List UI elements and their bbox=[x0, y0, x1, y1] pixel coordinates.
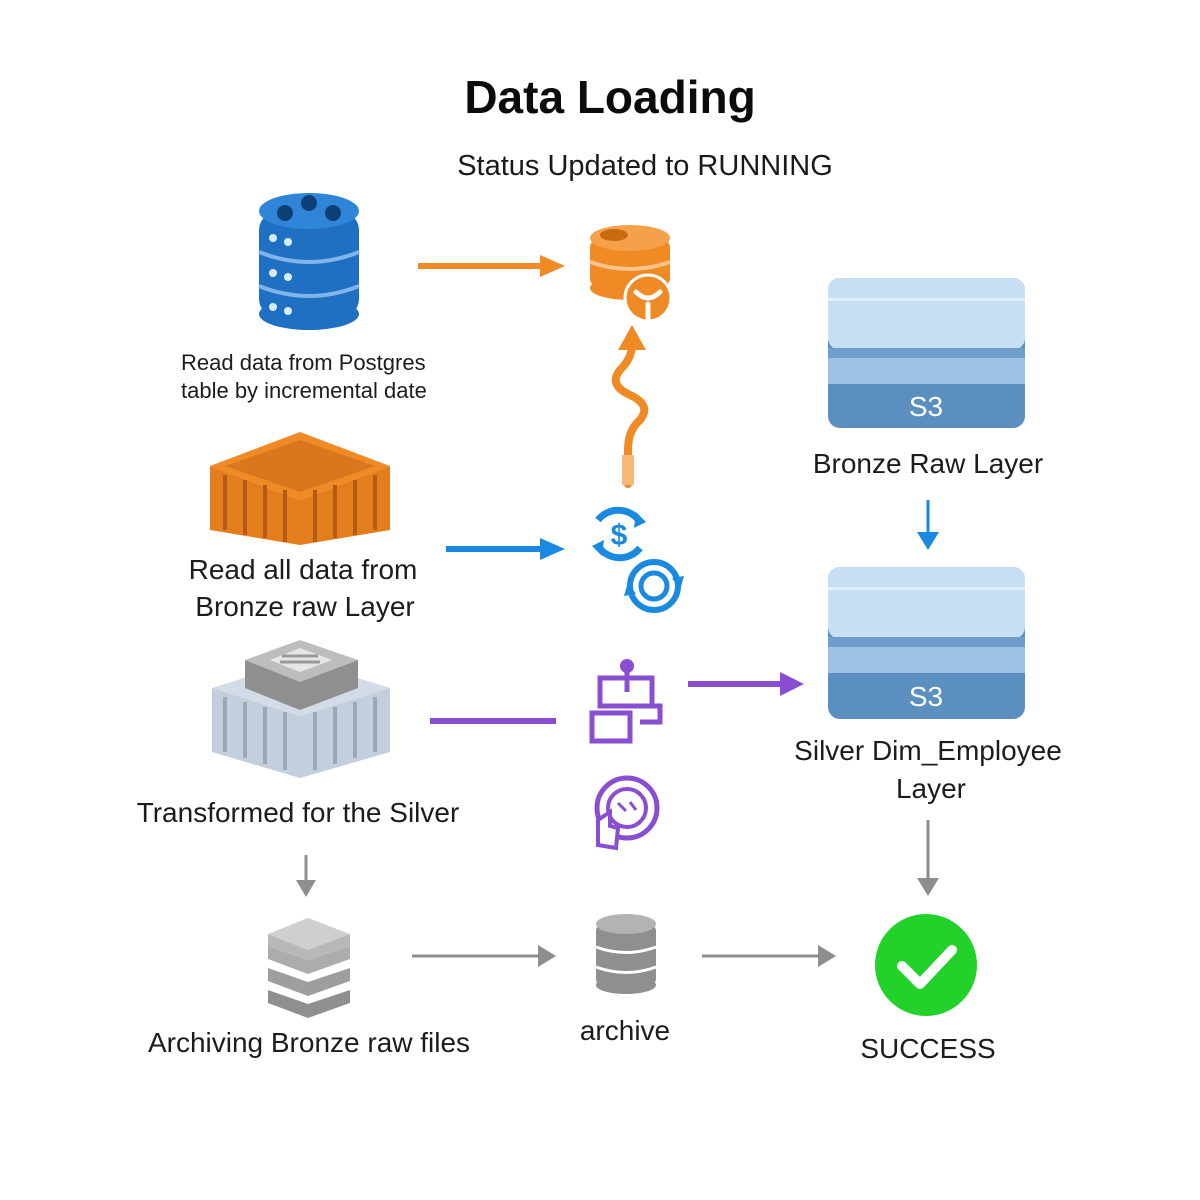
bronze-s3-badge: S3 bbox=[909, 391, 943, 422]
postgres-database-icon bbox=[258, 193, 360, 330]
bronze-s3-label: Bronze Raw Layer bbox=[812, 448, 1044, 479]
bronze-read-label-line1: Read all data from bbox=[188, 554, 418, 585]
arrow-transform-to-archive-bronze bbox=[296, 855, 316, 897]
archive-database-icon bbox=[595, 914, 657, 994]
arrow-sync-to-status bbox=[611, 325, 649, 488]
sync-dollar-icon: $ bbox=[592, 506, 646, 562]
svg-text:$: $ bbox=[611, 519, 628, 552]
touch-icon bbox=[594, 775, 660, 851]
arrow-silver-to-success bbox=[917, 820, 939, 896]
arrow-workflow-to-silver bbox=[688, 672, 804, 696]
arrow-bronze-to-silver bbox=[917, 500, 939, 550]
bronze-s3-bucket-icon bbox=[828, 278, 1025, 428]
arrow-archive-bronze-to-archive bbox=[412, 945, 556, 967]
sync-refresh-icon bbox=[624, 559, 684, 613]
success-check-circle-icon bbox=[875, 914, 977, 1016]
page-title: Data Loading bbox=[464, 71, 756, 123]
silver-s3-badge: S3 bbox=[909, 681, 943, 712]
silver-s3-bucket-icon bbox=[828, 567, 1025, 719]
archive-label: archive bbox=[579, 1015, 671, 1046]
silver-s3-label-line1: Silver Dim_Employee bbox=[794, 735, 1062, 766]
archive-bronze-label: Archiving Bronze raw files bbox=[147, 1027, 471, 1058]
transform-server-icon bbox=[212, 640, 390, 778]
silver-s3-label-line2: Layer bbox=[895, 773, 967, 804]
postgres-label-line2: table by incremental date bbox=[181, 378, 427, 403]
status-database-icon bbox=[589, 225, 673, 323]
arrow-bronze-read-to-sync bbox=[446, 538, 565, 560]
transform-label: Transformed for the Silver bbox=[136, 797, 460, 828]
bronze-read-label-line2: Bronze raw Layer bbox=[195, 591, 415, 622]
arrow-archive-to-success bbox=[702, 945, 836, 967]
bronze-container-icon bbox=[210, 432, 390, 545]
success-label: SUCCESS bbox=[860, 1033, 996, 1064]
page-subtitle: Status Updated to RUNNING bbox=[457, 150, 833, 182]
postgres-label-line1: Read data from Postgres bbox=[181, 350, 426, 375]
archive-bronze-layers-icon bbox=[268, 918, 350, 1018]
workflow-icon bbox=[589, 659, 663, 744]
arrow-postgres-to-status bbox=[418, 255, 565, 277]
